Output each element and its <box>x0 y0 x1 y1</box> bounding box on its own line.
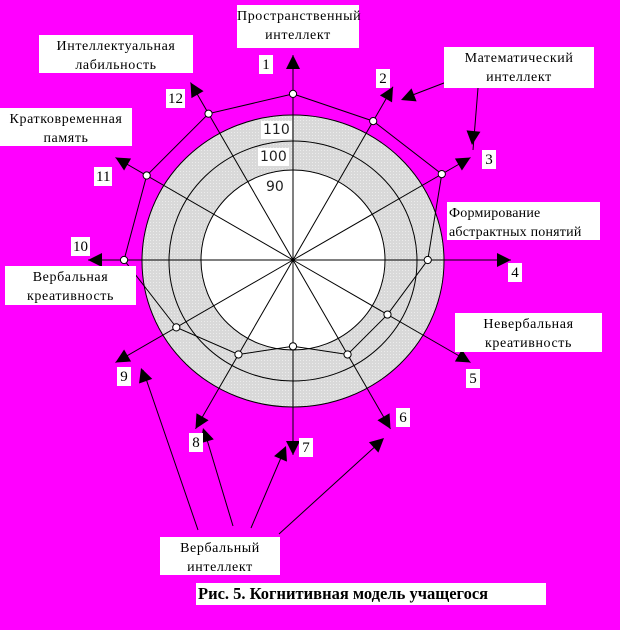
label-math-intelligence: Математический интеллект <box>444 47 594 88</box>
axis-number-2: 2 <box>376 69 390 88</box>
leader-arrow-icon-verbal-9 <box>139 368 153 384</box>
label-line: Вербальная <box>32 270 109 285</box>
leader-arrow-icon-verbal-8 <box>200 428 214 444</box>
data-point-11 <box>142 171 151 180</box>
axis-arrow-icon-6 <box>377 413 391 429</box>
label-line: Интеллектуальная <box>56 39 176 54</box>
axis-number-1: 1 <box>259 55 273 74</box>
label-line: Вербальный <box>180 541 260 556</box>
axis-number-6: 6 <box>396 408 410 427</box>
axis-arrow-icon-2 <box>379 86 393 103</box>
leader-verbal-to-7 <box>250 452 284 529</box>
axis-number-9: 9 <box>117 367 131 386</box>
ring-label-110: 110 <box>261 121 292 139</box>
data-point-4 <box>423 255 432 265</box>
label-line: Кратковременная <box>9 112 123 127</box>
axis-line-9 <box>115 259 294 363</box>
axis-number-11: 11 <box>94 167 113 186</box>
axis-arrow-icon-4 <box>497 253 511 267</box>
axis-number-3: 3 <box>482 150 496 169</box>
axis-arrow-icon-9 <box>115 349 132 363</box>
label-line: интеллект <box>265 28 331 43</box>
axis-line-8 <box>195 259 294 430</box>
label-line: Пространственный <box>237 9 362 24</box>
data-point-7 <box>288 342 298 351</box>
data-point-12 <box>204 109 213 118</box>
axis-number-4: 4 <box>508 263 522 282</box>
figure-caption: Рис. 5. Когнитивная модель учащегося <box>196 583 546 605</box>
label-line: креативность <box>484 336 573 351</box>
ring-label-100: 100 <box>258 148 289 166</box>
data-point-2 <box>369 116 378 126</box>
leader-verbal-to-8 <box>204 432 234 527</box>
leader-arrow-icon-math-2 <box>401 88 417 102</box>
leader-arrow-icon-verbal-6 <box>368 438 384 453</box>
axis-number-5: 5 <box>466 369 480 388</box>
data-point-8 <box>234 350 243 359</box>
axis-line-5 <box>292 259 471 363</box>
label-line: интеллект <box>486 70 552 85</box>
axis-arrow-icon-8 <box>195 413 209 429</box>
label-intellectual-lability: Интеллектуальная лабильность <box>39 35 193 73</box>
label-abstract-concepts: Формирование абстрактных понятий <box>447 202 600 240</box>
leader-verbal-to-9 <box>142 369 199 531</box>
axis-arrow-icon-11 <box>115 157 132 171</box>
data-point-1 <box>288 89 298 99</box>
label-line: Формирование <box>449 206 541 221</box>
data-point-3 <box>437 170 446 179</box>
leader-verbal-to-6 <box>278 442 380 535</box>
label-short-term-memory: Кратковременная память <box>0 108 132 146</box>
label-verbal-intelligence: Вербальный интеллект <box>160 537 280 575</box>
axis-arrow-icon-7 <box>286 441 300 455</box>
label-line: память <box>43 131 89 146</box>
axis-arrow-icon-10 <box>88 253 102 267</box>
axis-line-2 <box>292 86 394 261</box>
label-verbal-creativity: Вербальная креативность <box>5 266 136 305</box>
axis-arrow-icon-3 <box>454 157 471 171</box>
data-point-6 <box>343 350 352 359</box>
data-point-9 <box>172 323 181 332</box>
label-line: интеллект <box>187 560 253 575</box>
axis-number-10: 10 <box>71 237 90 256</box>
axis-arrow-icon-1 <box>286 55 300 69</box>
leader-arrow-icon-math-3 <box>466 130 481 145</box>
label-nonverbal-creativity: Невербальная креативность <box>455 313 602 352</box>
label-spatial-intelligence: Пространственный интеллект <box>237 5 362 48</box>
axis-arrow-icon-12 <box>190 82 204 99</box>
data-point-5 <box>383 310 392 319</box>
ring-label-90: 90 <box>266 179 284 195</box>
data-point-10 <box>119 255 129 265</box>
label-line: Невербальная <box>483 317 574 332</box>
axis-number-12: 12 <box>166 89 185 108</box>
label-line: лабильность <box>75 58 157 73</box>
axis-arrow-icon-5 <box>454 349 471 363</box>
label-line: креативность <box>26 289 115 304</box>
label-line: Математический <box>464 51 574 66</box>
axis-line-6 <box>292 259 391 430</box>
label-line: абстрактных понятий <box>449 225 582 240</box>
leader-arrow-icon-verbal-7 <box>274 446 287 462</box>
axis-number-8: 8 <box>189 433 203 452</box>
axis-number-7: 7 <box>299 438 313 457</box>
